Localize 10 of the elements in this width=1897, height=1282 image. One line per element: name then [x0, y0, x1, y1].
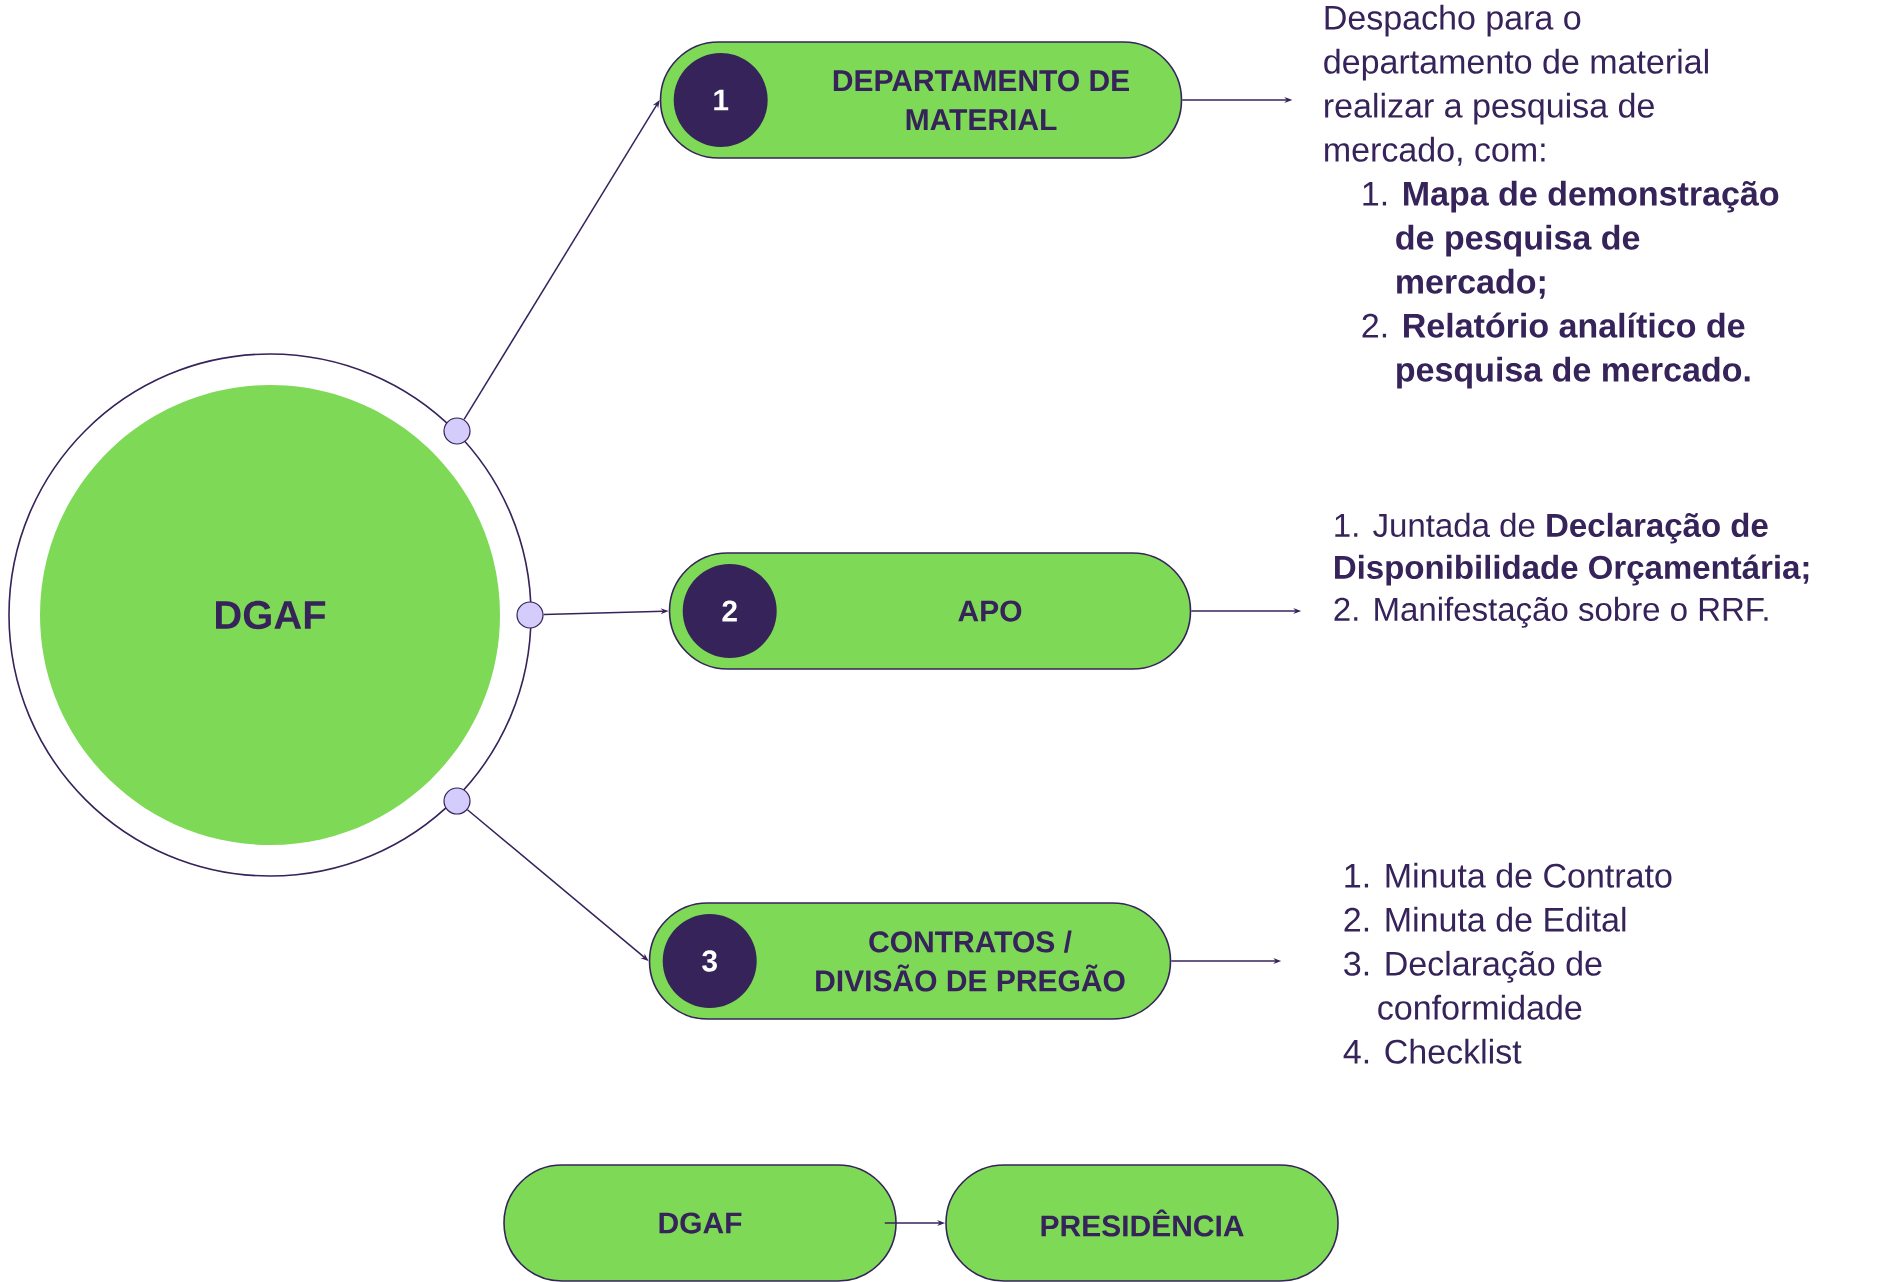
pill-box: DGAF — [503, 1164, 897, 1282]
circle-node: DGAF — [8, 353, 532, 877]
connector-dot — [443, 417, 471, 445]
connector-dot — [443, 787, 471, 815]
text-list: 1. Juntada de Declaração de Disponibilidade Orçamentária; 2. Manifestação sobre o RRF. — [1334, 512, 1809, 628]
connector-dot — [516, 601, 544, 629]
text-list: Despacho para o departamento de material realizar a pesquisa de mercado, com: 1. Mapa de demonstração de pesquisa de mercado; 2. Relatório analítico de pesquisa de mercado. — [1324, 4, 1779, 389]
arrow — [463, 100, 660, 421]
pill-box: PRESIDÊNCIA — [945, 1164, 1339, 1282]
text-list: 1. Minuta de Contrato 2. Minuta de Edital 3. Declaração de conformidade 4. Checklist — [1343, 862, 1672, 1064]
